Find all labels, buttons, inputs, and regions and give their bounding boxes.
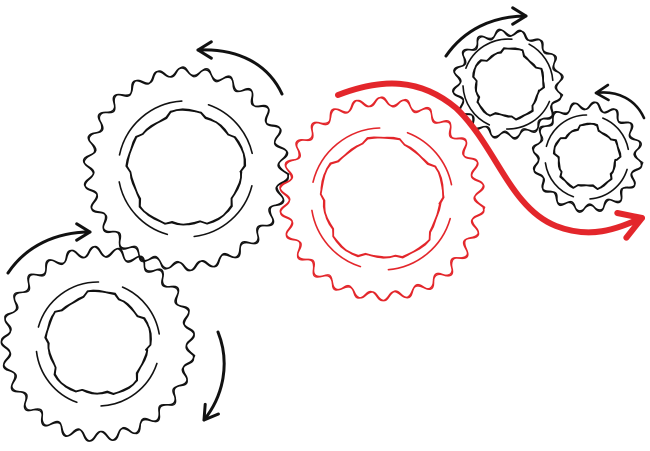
gear-ring-arc <box>545 114 588 148</box>
upper-left-arrow <box>196 40 284 96</box>
gear-ring-arc <box>118 181 169 236</box>
arrow-shaft <box>444 14 528 58</box>
gear-teeth-outline <box>0 246 195 442</box>
gear-upper-left <box>82 66 290 272</box>
gear-ring-arc <box>602 117 630 151</box>
arrow-shaft <box>196 48 284 96</box>
upper-right-arrow <box>444 6 528 58</box>
gear-center <box>279 96 486 302</box>
gear-ring-arc <box>118 100 183 156</box>
gear-teeth-outline <box>531 101 644 212</box>
gear-ring-arc <box>462 85 491 126</box>
gear-hub-outline <box>319 136 445 259</box>
gear-ring-arc <box>312 127 381 183</box>
gear-ring-arc <box>387 217 451 271</box>
gear-ring-arc <box>311 209 362 268</box>
gear-hub-outline <box>472 47 545 121</box>
gear-hub-outline <box>552 122 622 190</box>
gear-teeth-outline <box>532 101 643 213</box>
arrowhead <box>202 402 220 422</box>
arrowhead <box>614 210 645 241</box>
lower-left-top-arrow <box>6 222 92 275</box>
gears-layer <box>0 28 644 442</box>
arrowhead <box>196 40 213 60</box>
lower-left-side-arrow <box>202 330 226 422</box>
arrowhead <box>594 83 610 102</box>
gear-ring-arc <box>121 286 160 335</box>
gear-ring-arc <box>505 100 551 130</box>
gear-upper-right <box>452 28 564 140</box>
gear-teeth-outline <box>452 28 564 139</box>
arrows-layer <box>6 6 646 422</box>
gear-hub-outline <box>126 109 245 226</box>
gear-ring-arc <box>37 281 100 328</box>
gear-ring-arc <box>193 185 253 238</box>
gear-ring-arc <box>207 104 253 155</box>
gear-lower-right <box>531 101 644 213</box>
flow-arrow <box>335 80 645 241</box>
arrowhead <box>511 6 528 26</box>
gear-ring-arc <box>544 162 575 198</box>
arrow-shaft <box>335 80 645 236</box>
gear-ring-arc <box>465 38 513 69</box>
gear-teeth-outline <box>279 96 485 302</box>
gear-ring-arc <box>589 168 628 200</box>
gear-hub-outline <box>125 108 247 226</box>
arrowhead <box>75 222 92 242</box>
gear-hub-outline <box>45 290 151 395</box>
gear-hub-outline <box>320 136 445 259</box>
gear-teeth-outline <box>83 66 290 272</box>
gear-teeth-outline <box>0 245 196 442</box>
gear-ring-arc <box>35 350 78 404</box>
gear-teeth-outline <box>279 96 486 302</box>
lower-right-arrow <box>594 83 646 120</box>
gear-ring-arc <box>528 43 554 82</box>
arrow-shaft <box>202 330 226 422</box>
gear-lower-left <box>0 245 196 442</box>
gear-ring-arc <box>406 131 453 186</box>
gear-hub-outline <box>44 289 152 395</box>
arrow-shaft <box>594 91 646 120</box>
gear-ring-arc <box>100 362 158 407</box>
gear-teeth-outline <box>452 29 564 140</box>
arrow-shaft <box>6 230 92 275</box>
gear-hub-outline <box>472 47 545 121</box>
